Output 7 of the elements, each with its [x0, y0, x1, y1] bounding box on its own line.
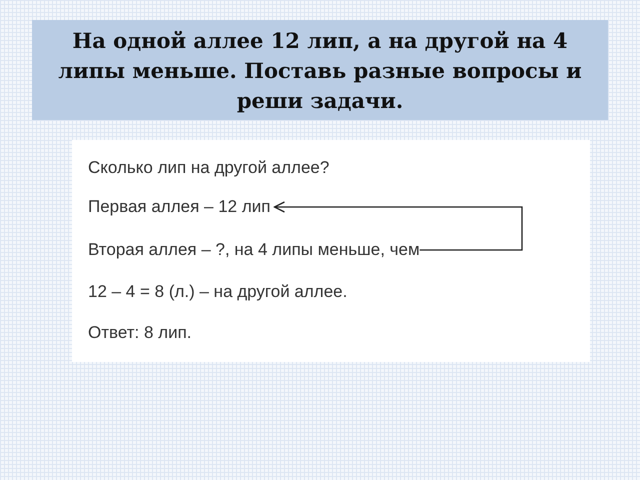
solution-text: Сколько лип на другой аллее? — [88, 157, 330, 179]
arrow — [274, 201, 523, 251]
condition-text: Первая аллея – 12 лип — [88, 196, 270, 218]
solution-text: 12 – 4 = 8 (л.) – на другой аллее. — [88, 281, 348, 303]
condition-text: Вторая аллея – ?, на 4 липы меньше, чем — [88, 239, 420, 261]
solution-text: Ответ: 8 лип. — [88, 322, 192, 344]
title-banner: На одной аллее 12 лип, а на другой на 4 липы меньше. Поставь разные вопросы и реши задачи. — [32, 20, 608, 120]
